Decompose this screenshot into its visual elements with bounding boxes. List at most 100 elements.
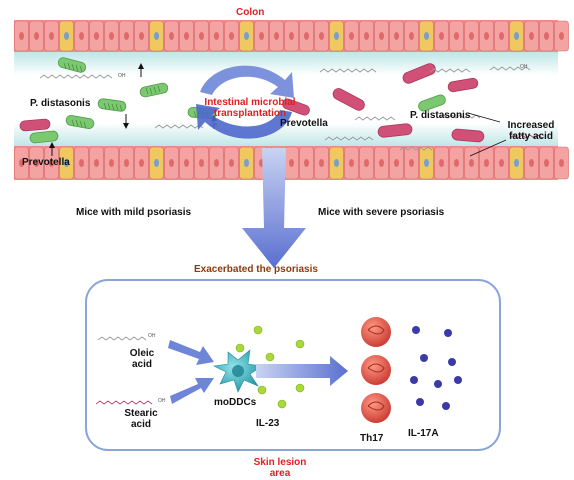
pink-bacterium — [402, 63, 436, 84]
cell-nucleus — [229, 32, 234, 40]
stearic-line1: Stearic — [124, 408, 158, 419]
top-epithelium — [14, 20, 569, 52]
th17-cells — [361, 317, 391, 423]
th17-label: Th17 — [360, 433, 384, 444]
oleic-acid-label: Oleic acid — [122, 348, 162, 370]
cycle-arrow-bottom — [196, 104, 292, 139]
cell-nucleus — [79, 159, 84, 167]
skin-line1: Skin lesion — [253, 457, 307, 468]
oh-label: OH — [148, 333, 156, 339]
moddc-nucleus — [232, 365, 244, 377]
cell-nucleus — [94, 159, 99, 167]
fatty-acid-chains-pink — [509, 134, 543, 139]
cell-nucleus — [289, 32, 294, 40]
cell-nucleus — [394, 32, 399, 40]
cell-nucleus — [94, 32, 99, 40]
fatty-acid-chain — [154, 124, 204, 129]
cell-nucleus — [484, 159, 489, 167]
fatty-acid-chain — [354, 116, 396, 121]
cell-nucleus — [499, 159, 504, 167]
cell-nucleus — [424, 32, 429, 40]
cell-nucleus — [244, 32, 249, 40]
cell-nucleus — [544, 159, 549, 167]
fatty-acid-chain — [489, 66, 531, 71]
cell-nucleus — [169, 32, 174, 40]
il23-dot — [295, 339, 305, 349]
p-distasonis-left-label: P. distasonis — [30, 98, 91, 109]
cell-nucleus — [79, 32, 84, 40]
cell-nucleus — [229, 159, 234, 167]
cell-nucleus — [379, 32, 384, 40]
cell-nucleus — [304, 159, 309, 167]
cell-nucleus — [454, 32, 459, 40]
stearic-acid-chain — [95, 400, 153, 405]
increased-line2: fatty acid — [509, 131, 553, 142]
green-bacterium — [97, 98, 127, 112]
cell-nucleus — [109, 159, 114, 167]
cell-nucleus — [199, 32, 204, 40]
fatty-acid-chain — [324, 136, 374, 141]
panel-stearic-chain — [95, 400, 153, 405]
cell-nucleus — [364, 159, 369, 167]
cell-nucleus — [139, 159, 144, 167]
il23-dot — [295, 383, 305, 393]
il17a-dot — [444, 329, 452, 337]
cell-nucleus — [184, 32, 189, 40]
il17a-dot — [442, 402, 450, 410]
p-distasonis-right-label: P. distasonis — [410, 110, 471, 121]
cell-nucleus — [124, 32, 129, 40]
cell-nucleus — [469, 32, 474, 40]
cell-nucleus — [214, 32, 219, 40]
cell-nucleus — [529, 159, 534, 167]
cell-nucleus — [319, 32, 324, 40]
il17a-dot — [416, 398, 424, 406]
green-bacterium — [29, 130, 59, 144]
cell-nucleus — [154, 32, 159, 40]
cell-nucleus — [34, 159, 39, 167]
mild-psoriasis-label: Mice with mild psoriasis — [76, 207, 192, 218]
il17a-label: IL-17A — [408, 428, 439, 439]
cell-nucleus — [304, 32, 309, 40]
cell-nucleus — [409, 32, 414, 40]
green-bacterium — [57, 57, 87, 73]
panel-fatty-acids — [97, 336, 147, 341]
il17a-dots — [410, 326, 462, 410]
arrow-oleic-to-dc — [168, 340, 214, 365]
fatty-acid-chain — [509, 134, 543, 139]
cell-nucleus — [424, 159, 429, 167]
cell-nucleus — [379, 159, 384, 167]
cell-nucleus — [124, 159, 129, 167]
cell-nucleus — [169, 159, 174, 167]
cell-nucleus — [544, 32, 549, 40]
callout-lines — [467, 112, 507, 157]
pink-bacterium — [282, 98, 310, 116]
transplant-label: Intestinal microbial transplantation — [196, 97, 304, 119]
stearic-acid-label: Stearic acid — [116, 408, 166, 430]
cell-nucleus — [289, 159, 294, 167]
cell-nucleus — [64, 32, 69, 40]
cell-nucleus — [349, 159, 354, 167]
pink-bacterium — [332, 88, 365, 111]
green-bacterium — [418, 94, 446, 112]
pink-bacteria-group — [19, 63, 485, 143]
cell-nucleus — [439, 159, 444, 167]
cell-nucleus — [499, 32, 504, 40]
green-bacterium — [139, 82, 169, 98]
cell-nucleus — [34, 32, 39, 40]
severe-psoriasis-label: Mice with severe psoriasis — [318, 207, 445, 218]
cell-nucleus — [49, 159, 54, 167]
cell-nucleus — [559, 32, 564, 40]
oleic-line2: acid — [131, 359, 152, 370]
colon-title: Colon — [236, 7, 265, 18]
cell-nucleus — [394, 159, 399, 167]
cell-nucleus — [199, 159, 204, 167]
skin-line2: area — [269, 468, 291, 479]
cell-nucleus — [49, 32, 54, 40]
green-bacterium — [65, 115, 95, 129]
cell-nucleus — [19, 159, 24, 167]
cell-nucleus — [19, 32, 24, 40]
il17a-dot — [448, 358, 456, 366]
cell-nucleus — [409, 159, 414, 167]
cell-nucleus — [469, 159, 474, 167]
increased-line1: Increased — [507, 120, 555, 131]
